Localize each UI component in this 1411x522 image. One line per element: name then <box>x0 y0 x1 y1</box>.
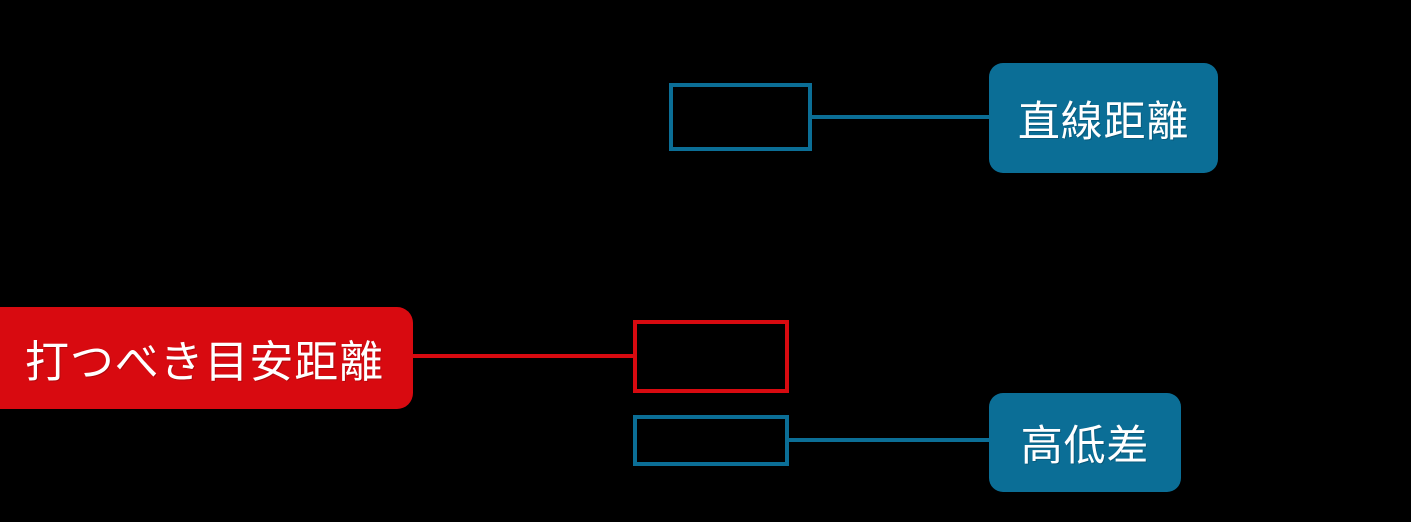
root-node-target-distance[interactable]: 打つべき目安距離 <box>0 307 413 409</box>
leaf-node-straight-line-distance[interactable]: 直線距離 <box>989 63 1218 173</box>
connector-root-to-middle-branch <box>411 354 635 358</box>
branch-box-middle[interactable] <box>633 320 789 393</box>
branch-box-top[interactable] <box>669 83 812 151</box>
connector-top-branch-to-distance-leaf <box>810 115 991 119</box>
branch-box-bottom[interactable] <box>633 415 789 466</box>
leaf-node-elevation-difference[interactable]: 高低差 <box>989 393 1181 492</box>
connector-bottom-branch-to-elevation-leaf <box>787 438 991 442</box>
